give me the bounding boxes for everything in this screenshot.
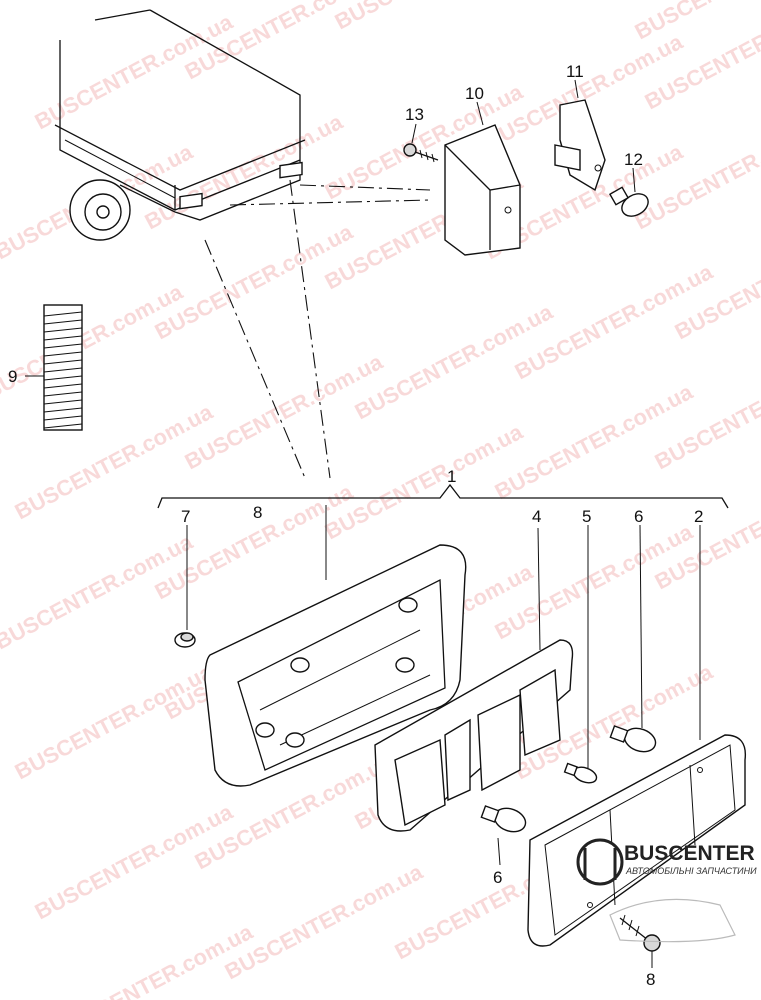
trailer-drawing — [54, 9, 306, 241]
callout-6-lower: 6 — [493, 868, 502, 887]
reflector-strip — [25, 304, 83, 431]
dash-leader-lines — [204, 179, 431, 479]
bulb-6-upper — [609, 725, 657, 753]
callout-leaders — [186, 79, 701, 866]
brand-name: BUSCENTER — [624, 842, 755, 865]
callout-8-lower: 8 — [646, 970, 655, 989]
callout-10: 10 — [465, 84, 484, 103]
grommet-7 — [174, 632, 196, 648]
callout-labels: 1 2 4 5 6 6 7 8 8 9 10 11 12 13 — [8, 62, 703, 989]
brand-subtitle: АВТОМОБІЛЬНІ ЗАПЧАСТИНИ — [625, 866, 757, 876]
screw-13 — [403, 143, 439, 163]
callout-7: 7 — [181, 507, 190, 526]
rear-lamp-housing — [204, 544, 467, 787]
bulb-12 — [608, 186, 649, 217]
side-marker-lamp — [444, 124, 521, 256]
lamp-lens — [527, 734, 747, 947]
callout-5: 5 — [582, 507, 591, 526]
bulb-5 — [563, 762, 598, 784]
group-bracket-1 — [157, 483, 729, 509]
screw-8-lower — [619, 914, 661, 968]
watermark-text: BUSCENTER.com.ua — [0, 279, 187, 405]
bulb-holder-plate — [374, 639, 574, 832]
callout-1: 1 — [447, 467, 456, 486]
callout-11: 11 — [566, 62, 584, 81]
watermark-text: BUSCENTER.com.ua — [221, 859, 428, 985]
lamp-socket-bracket — [554, 99, 606, 192]
callout-6-upper: 6 — [634, 507, 643, 526]
bulb-6-lower — [480, 805, 527, 833]
callout-2: 2 — [694, 507, 703, 526]
watermark-text: BUSCENTER.com.ua — [331, 0, 538, 34]
callout-12: 12 — [624, 150, 643, 169]
callout-13: 13 — [405, 105, 424, 124]
watermark-text: BUSCENTER.com.ua — [11, 659, 218, 785]
callout-8-upper: 8 — [253, 503, 262, 522]
callout-9: 9 — [8, 367, 17, 386]
callout-4: 4 — [532, 507, 541, 526]
brand-logo: BUSCENTER АВТОМОБІЛЬНІ ЗАПЧАСТИНИ — [576, 838, 757, 943]
bus-logo-icon — [576, 838, 624, 886]
